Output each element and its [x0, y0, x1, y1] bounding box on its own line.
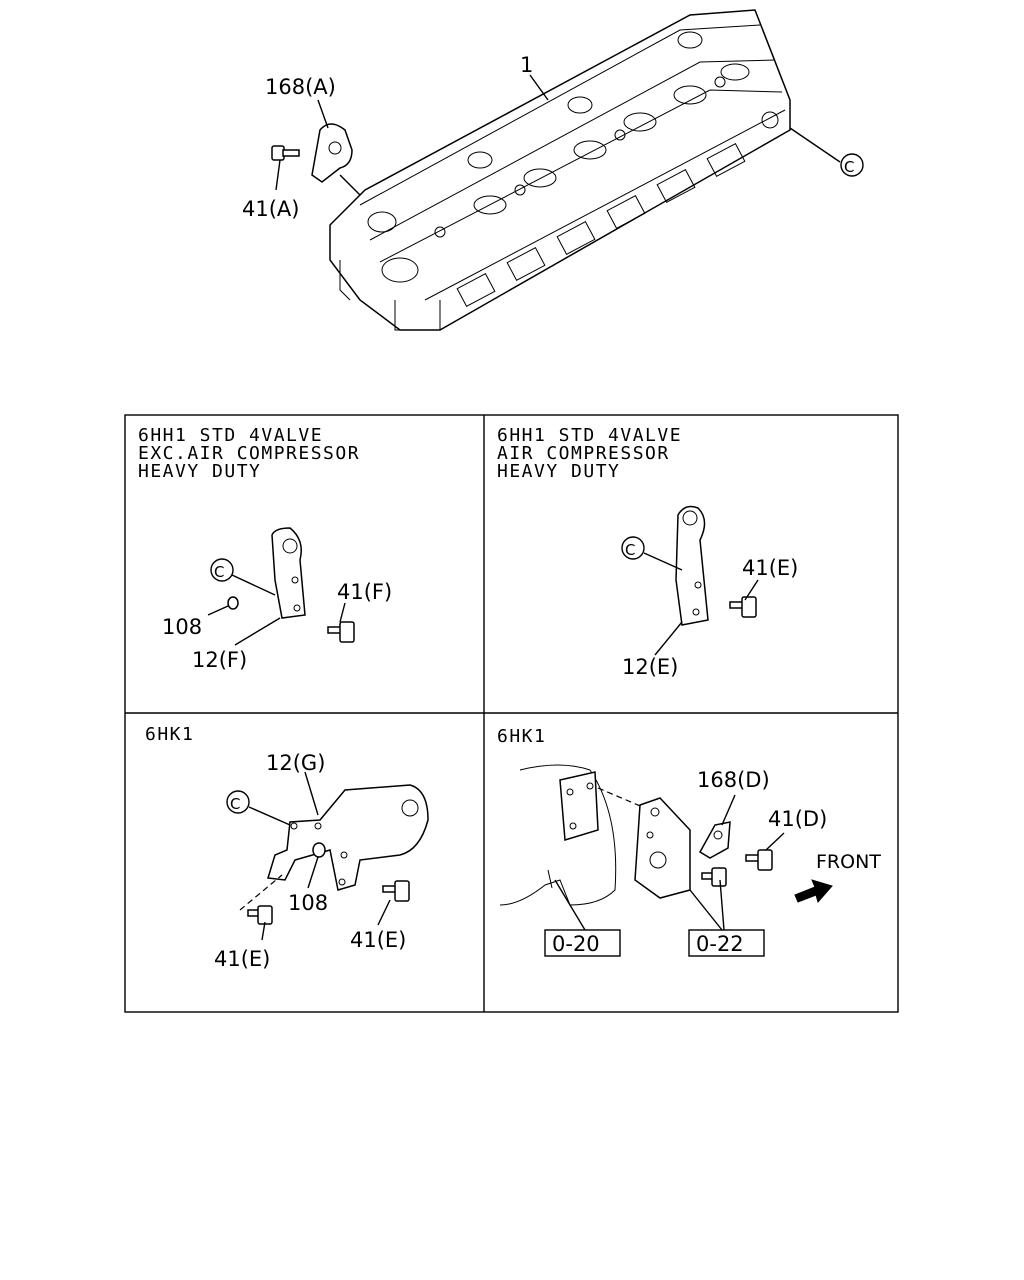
bracket-12g	[267, 784, 429, 891]
bolt-41e-right	[382, 880, 410, 902]
panel-4: 6HK1 168(D) 4	[497, 726, 881, 957]
washer-108-p3	[312, 842, 326, 858]
mount-bracket	[634, 797, 691, 899]
panel-1-title-line-1: 6HH1 STD 4VALVE	[138, 425, 323, 446]
panel-2: 6HH1 STD 4VALVE AIR COMPRESSOR HEAVY DUT…	[497, 425, 798, 679]
label-bracket-12f: 12(F)	[192, 648, 247, 672]
label-washer-108-p1: 108	[162, 615, 202, 639]
plate-168a	[311, 123, 353, 183]
label-bolt-41a: 41(A)	[242, 197, 299, 221]
label-ref-c-p2: C	[625, 541, 635, 559]
label-bolt-41d: 41(D)	[768, 807, 827, 831]
leader-plate-to-head	[339, 174, 361, 196]
panel-2-title-line-2: AIR COMPRESSOR	[497, 443, 670, 464]
front-arrow-icon	[794, 879, 833, 904]
panel-grid	[124, 414, 899, 1013]
label-plate-168d: 168(D)	[697, 768, 770, 792]
leader-ref-c-top	[789, 127, 841, 163]
leader-cylinder-head	[529, 74, 549, 101]
washer-108-p1	[227, 596, 239, 610]
label-ref-c-p1: C	[214, 563, 224, 581]
cylinder-head-illustration	[329, 9, 791, 331]
panel-3-title: 6HK1	[145, 724, 194, 745]
panel-1-title-line-3: HEAVY DUTY	[138, 461, 261, 482]
leader-bolt-41a	[275, 159, 281, 191]
bolt-41f	[327, 621, 355, 643]
leader-plate-168a	[317, 99, 329, 129]
label-bracket-12g: 12(G)	[266, 751, 325, 775]
bolt-41a	[271, 145, 300, 161]
ref-box-0-22	[688, 929, 765, 957]
bracket-12f	[271, 527, 306, 619]
label-cylinder-head: 1	[520, 53, 533, 77]
label-bolt-41e-p2: 41(E)	[742, 556, 798, 580]
ref-box-0-20	[544, 929, 621, 957]
panel-2-title-line-3: HEAVY DUTY	[497, 461, 620, 482]
label-front: FRONT	[816, 851, 881, 873]
label-ref-c-top: C	[844, 158, 854, 176]
adapter-block	[559, 771, 599, 841]
panel-4-title: 6HK1	[497, 726, 546, 747]
bolt-mount	[701, 867, 727, 887]
label-ref-c-p3: C	[230, 795, 240, 813]
label-plate-168a: 168(A)	[265, 75, 336, 99]
panel-3: 6HK1 C 12(G) 108 41(E)	[145, 724, 429, 971]
ref-c-circle-p2	[621, 536, 645, 560]
bolt-41d	[745, 849, 773, 871]
plate-168d	[698, 821, 731, 859]
bracket-12e	[675, 505, 709, 626]
label-ref-box-0-20: 0-20	[552, 932, 600, 956]
bolt-41e-left	[247, 905, 273, 925]
panel-2-title-line-1: 6HH1 STD 4VALVE	[497, 425, 682, 446]
ref-c-circle-p3	[226, 790, 250, 814]
bolt-41e-p2	[729, 596, 757, 618]
label-bolt-41f: 41(F)	[337, 580, 392, 604]
ref-c-circle-p1	[210, 558, 234, 582]
label-bolt-41e-left: 41(E)	[214, 947, 270, 971]
label-bolt-41e-right: 41(E)	[350, 928, 406, 952]
label-ref-box-0-22: 0-22	[696, 932, 744, 956]
engine-outline	[499, 764, 617, 906]
label-washer-108-p3: 108	[288, 891, 328, 915]
port-windows	[456, 142, 746, 308]
panel-1: 6HH1 STD 4VALVE EXC.AIR COMPRESSOR HEAVY…	[138, 425, 392, 672]
ref-c-circle-top	[840, 153, 864, 177]
label-bracket-12e: 12(E)	[622, 655, 678, 679]
panel-1-title-line-2: EXC.AIR COMPRESSOR	[138, 443, 360, 464]
head-holes	[367, 31, 779, 283]
bolt-path-p3	[239, 874, 283, 911]
